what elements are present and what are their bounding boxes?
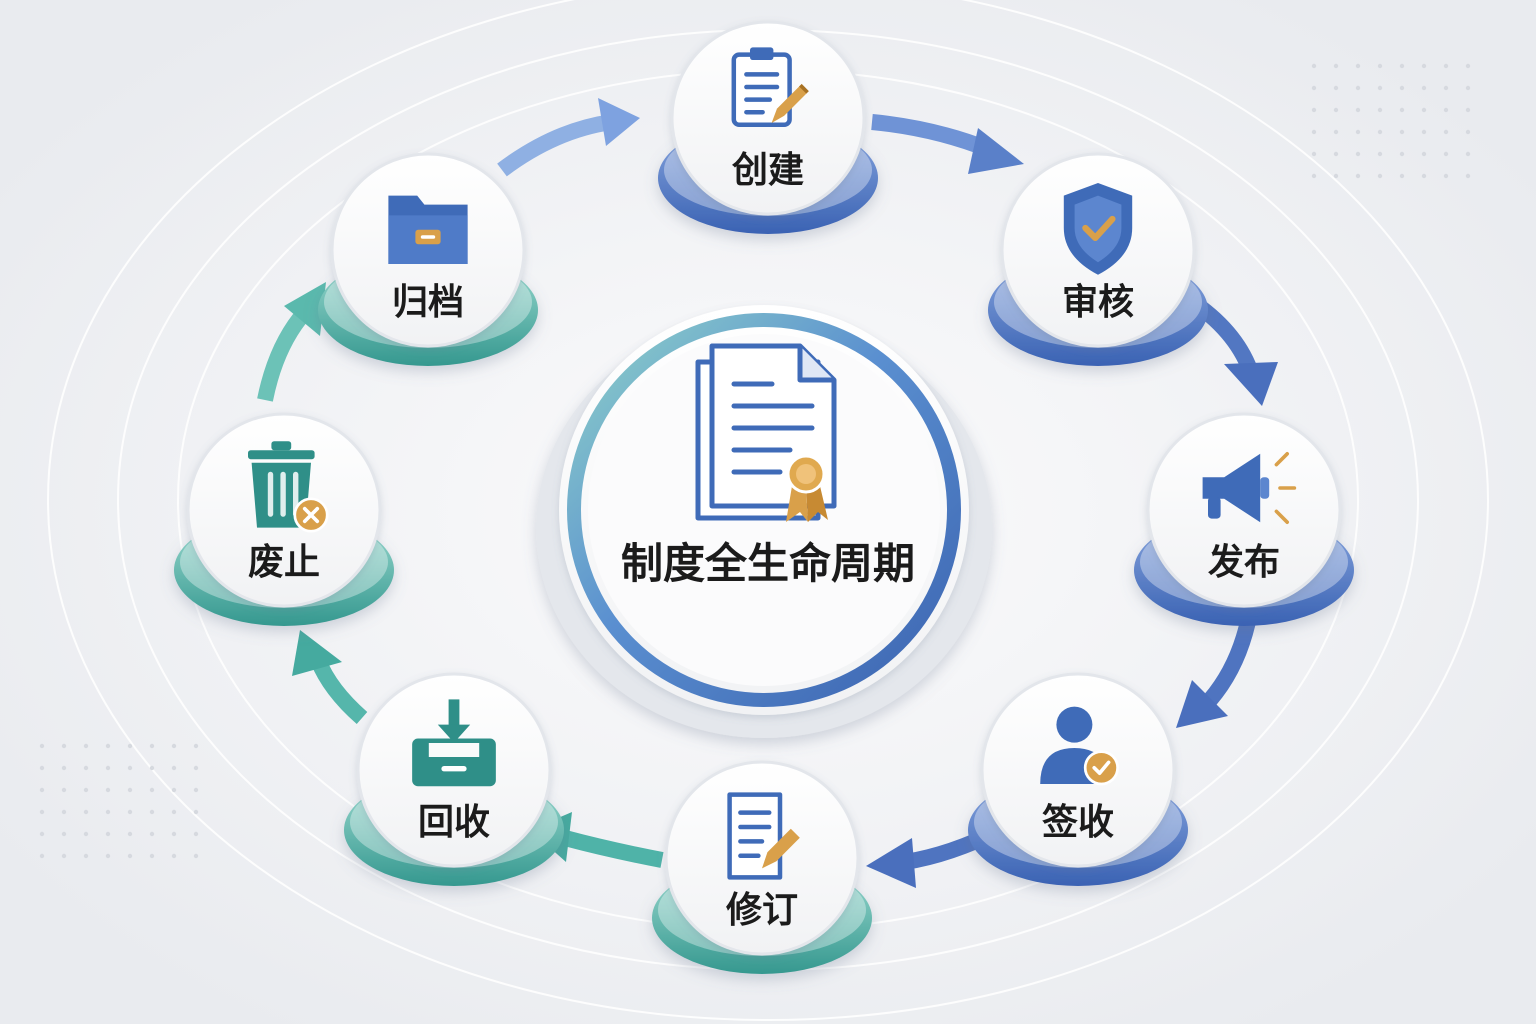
stage-label-archive: 归档 <box>392 282 464 323</box>
stage-label-abolish: 废止 <box>248 542 320 583</box>
arrow-recall-to-abolish <box>292 630 368 725</box>
stage-node-recall: 回收 <box>344 672 564 886</box>
inbox-download-icon <box>412 699 496 787</box>
cycle-arrows <box>257 98 1278 888</box>
user-check-icon <box>1040 706 1119 786</box>
arrow-archive-to-create <box>497 98 640 177</box>
clipboard-edit-icon <box>731 47 809 128</box>
stage-label-publish: 发布 <box>1208 542 1280 583</box>
decorative-dots <box>1311 63 1471 179</box>
stage-label-sign: 签收 <box>1042 802 1114 843</box>
stage-node-review: 审核 <box>988 152 1208 366</box>
folder-icon <box>388 195 468 264</box>
center-ring <box>567 313 961 707</box>
stage-label-review: 审核 <box>1062 282 1134 323</box>
shield-check-icon <box>1063 183 1133 275</box>
stage-node-sign: 签收 <box>968 672 1188 886</box>
stage-label-recall: 回收 <box>418 802 490 843</box>
center-title: 制度全生命周期 <box>621 539 915 588</box>
stage-label-revise: 修订 <box>726 890 798 931</box>
stage-node-publish: 发布 <box>1134 412 1354 626</box>
stage-node-revise: 修订 <box>652 760 872 974</box>
stage-label-create: 创建 <box>732 150 804 191</box>
stage-node-create: 创建 <box>658 20 878 234</box>
arrow-create-to-review <box>871 114 1024 174</box>
megaphone-icon <box>1202 451 1297 525</box>
decorative-dots <box>39 743 199 859</box>
stage-node-abolish: 废止 <box>174 412 394 626</box>
document-edit-icon <box>727 792 800 880</box>
center-hub: 制度全生命周期 <box>536 305 992 738</box>
certified-document-icon <box>695 343 837 522</box>
arrow-abolish-to-archive <box>257 282 326 402</box>
trash-x-icon <box>248 441 329 533</box>
stage-node-archive: 归档 <box>318 152 538 366</box>
